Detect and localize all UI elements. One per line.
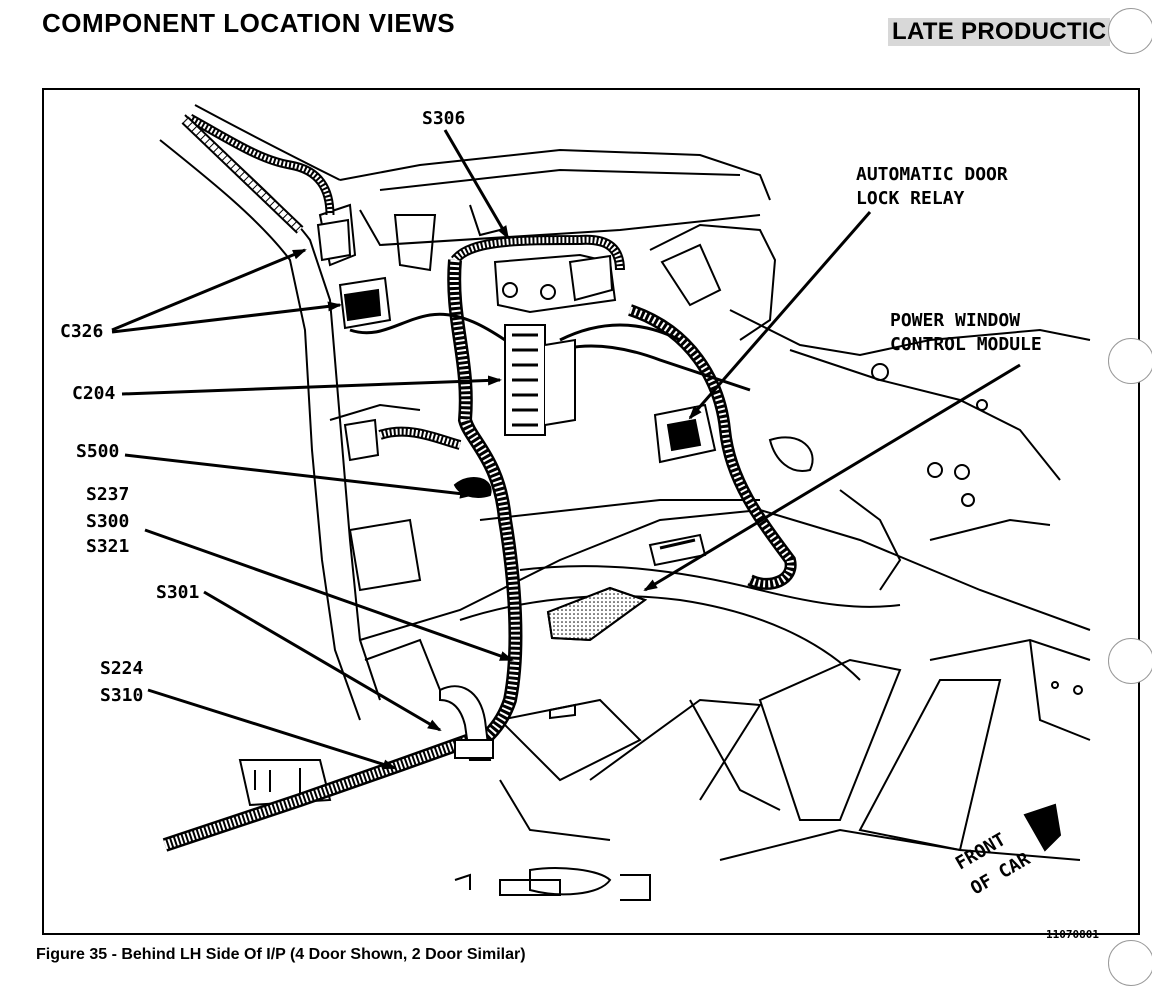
wiring-harness bbox=[162, 114, 797, 852]
label-s224: S224 bbox=[100, 658, 144, 679]
part-number: 11070801 bbox=[1046, 928, 1099, 941]
label-auto-lock-1: AUTOMATIC DOOR bbox=[856, 164, 1008, 185]
label-s306: S306 bbox=[422, 108, 465, 129]
s301-arrow bbox=[203, 590, 442, 732]
c326-lower-arrow bbox=[111, 301, 342, 334]
label-c204: C204 bbox=[72, 383, 116, 404]
c326-upper-arrow bbox=[111, 248, 307, 332]
label-pw-1: POWER WINDOW bbox=[890, 310, 1020, 331]
callout-labels: S306 AUTOMATIC DOOR LOCK RELAY POWER WIN… bbox=[60, 108, 1042, 899]
production-tag: LATE PRODUCTIC bbox=[888, 18, 1110, 46]
c204-arrow bbox=[121, 375, 502, 396]
label-s500: S500 bbox=[76, 441, 119, 462]
s224-arrow bbox=[147, 688, 397, 770]
page-title: COMPONENT LOCATION VIEWS bbox=[42, 8, 456, 38]
s306-arrow bbox=[443, 129, 510, 240]
binder-hole-1 bbox=[1108, 8, 1152, 54]
binder-hole-3 bbox=[1108, 638, 1152, 684]
figure-caption: Figure 35 - Behind LH Side Of I/P (4 Doo… bbox=[36, 946, 526, 963]
s500-arrow bbox=[124, 453, 474, 499]
auto-lock-relay-arrow bbox=[688, 211, 872, 420]
label-s300: S300 bbox=[86, 511, 129, 532]
pw-module-arrow bbox=[643, 363, 1021, 592]
label-c326: C326 bbox=[60, 321, 103, 342]
s237-arrow bbox=[144, 528, 514, 662]
diagram-frame bbox=[42, 88, 1140, 935]
label-s321: S321 bbox=[86, 536, 129, 557]
label-s237: S237 bbox=[86, 484, 129, 505]
label-s301: S301 bbox=[156, 582, 199, 603]
label-pw-2: CONTROL MODULE bbox=[890, 334, 1042, 355]
leader-arrows bbox=[111, 129, 1021, 770]
label-s310: S310 bbox=[100, 685, 143, 706]
components bbox=[316, 218, 1062, 852]
binder-hole-4 bbox=[1108, 940, 1152, 986]
binder-hole-2 bbox=[1108, 338, 1152, 384]
label-auto-lock-2: LOCK RELAY bbox=[856, 188, 965, 209]
